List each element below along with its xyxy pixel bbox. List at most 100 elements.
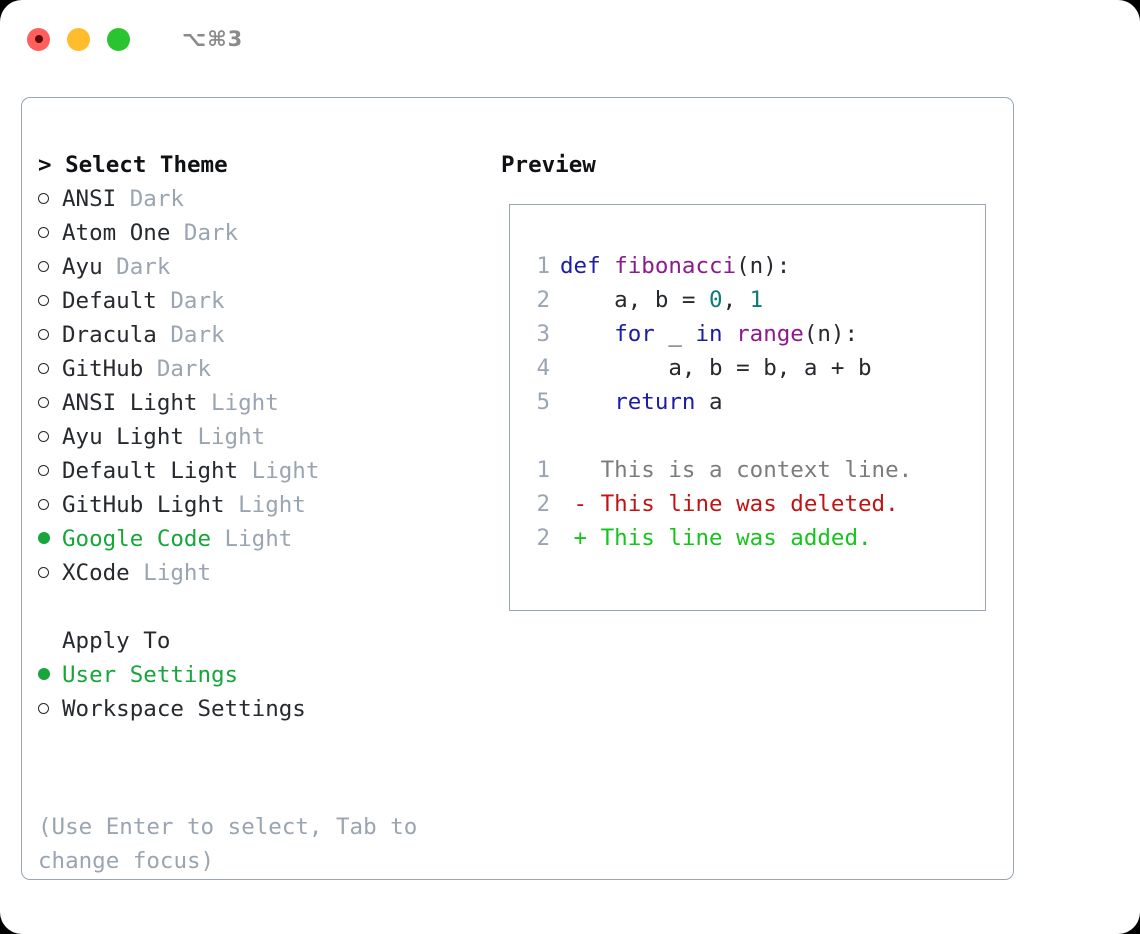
radio-unselected-icon [38, 431, 49, 442]
theme-option[interactable]: ANSI Dark [38, 182, 478, 216]
radio-unselected-icon [38, 363, 49, 374]
code-token: return [614, 389, 696, 415]
theme-option[interactable]: Ayu Light Light [38, 420, 478, 454]
apply-to-header: Apply To [62, 628, 171, 654]
diff-line: 1 This is a context line. [524, 453, 985, 487]
code-token: 1 [749, 287, 764, 313]
code-token: fibonacci [614, 253, 737, 279]
line-number: 5 [536, 389, 550, 415]
code-line: 3 for _ in range(n): [524, 317, 985, 351]
theme-option-label: Atom One [62, 220, 171, 246]
code-token: a, b = [560, 287, 710, 313]
code-line: 2 a, b = 0, 1 [524, 283, 985, 317]
theme-option[interactable]: GitHub Light Light [38, 488, 478, 522]
diff-text: This is a context line. [560, 457, 913, 483]
theme-option-variant: Light [197, 390, 279, 416]
code-token: for [614, 321, 655, 347]
theme-option-variant: Dark [143, 356, 212, 382]
theme-option-variant: Light [238, 458, 320, 484]
preview-title: Preview [501, 152, 596, 178]
theme-option-variant: Dark [156, 288, 225, 314]
theme-option-label: XCode [62, 560, 130, 586]
code-token: range [736, 321, 804, 347]
radio-selected-icon [38, 668, 50, 680]
apply-to-option-label: Workspace Settings [62, 696, 306, 722]
maximize-button-icon[interactable] [107, 27, 130, 51]
theme-option[interactable]: ANSI Light Light [38, 386, 478, 420]
code-token: a [695, 389, 723, 415]
code-line: 5 return a [524, 385, 985, 419]
theme-option-label: Ayu Light [62, 424, 184, 450]
theme-option-label: Google Code [62, 526, 212, 552]
code-token: , [722, 287, 750, 313]
theme-option-label: ANSI [62, 186, 117, 212]
radio-unselected-icon [38, 227, 49, 238]
apply-to-option[interactable]: User Settings [38, 658, 478, 692]
theme-option-label: GitHub Light [62, 492, 225, 518]
code-token [560, 389, 614, 415]
line-number: 1 [536, 253, 550, 279]
radio-unselected-icon [38, 295, 49, 306]
radio-unselected-icon [38, 703, 49, 714]
theme-option-label: ANSI Light [62, 390, 198, 416]
title-bar: ⌥⌘3 [0, 0, 1140, 78]
theme-option-label: Default Light [62, 458, 239, 484]
line-number: 2 [536, 287, 550, 313]
theme-option-variant: Dark [170, 220, 239, 246]
radio-unselected-icon [38, 261, 49, 272]
keyboard-hint-text: (Use Enter to select, Tab to change focu… [38, 814, 418, 874]
radio-unselected-icon [38, 193, 49, 204]
theme-option[interactable]: Default Dark [38, 284, 478, 318]
code-diff-gap [524, 419, 985, 453]
diff-text: - This line was deleted. [560, 491, 899, 517]
theme-option[interactable]: Dracula Dark [38, 318, 478, 352]
code-token: (n): [736, 253, 791, 279]
code-line: 4 a, b = b, a + b [524, 351, 985, 385]
code-token: _ [654, 321, 696, 347]
minimize-button-icon[interactable] [67, 27, 90, 51]
line-number: 1 [536, 457, 550, 483]
line-number: 2 [536, 491, 550, 517]
theme-option-variant: Light [129, 560, 212, 586]
theme-option[interactable]: Default Light Light [38, 454, 478, 488]
diff-line: 2 + This line was added. [524, 521, 985, 555]
code-token: a, b = b, a + b [560, 355, 872, 381]
theme-option[interactable]: Atom One Dark [38, 216, 478, 250]
theme-option[interactable]: XCode Light [38, 556, 478, 590]
close-button-icon[interactable] [27, 27, 50, 51]
apply-to-option-label: User Settings [62, 662, 239, 688]
select-theme-header: > Select Theme [38, 152, 228, 178]
theme-option-label: GitHub [62, 356, 144, 382]
apply-to-option[interactable]: Workspace Settings [38, 692, 478, 726]
code-token [723, 321, 737, 347]
window-controls [27, 27, 130, 51]
theme-option-label: Ayu [62, 254, 103, 280]
theme-option-variant: Light [211, 526, 293, 552]
diff-text: + This line was added. [560, 525, 872, 551]
diff-line: 2 - This line was deleted. [524, 487, 985, 521]
radio-unselected-icon [38, 329, 49, 340]
radio-unselected-icon [38, 567, 49, 578]
theme-option-variant: Dark [116, 186, 184, 212]
theme-option-variant: Light [183, 424, 266, 450]
line-number: 4 [536, 355, 550, 381]
radio-unselected-icon [38, 499, 49, 510]
code-token: def [560, 253, 615, 279]
theme-option[interactable]: Google Code Light [38, 522, 478, 556]
code-line: 1 def fibonacci(n): [524, 249, 985, 283]
radio-selected-icon [38, 532, 50, 544]
theme-option[interactable]: Ayu Dark [38, 250, 478, 284]
theme-option[interactable]: GitHub Dark [38, 352, 478, 386]
theme-option-variant: Dark [102, 254, 171, 280]
theme-option-label: Default [62, 288, 157, 314]
list-spacer [38, 590, 478, 624]
